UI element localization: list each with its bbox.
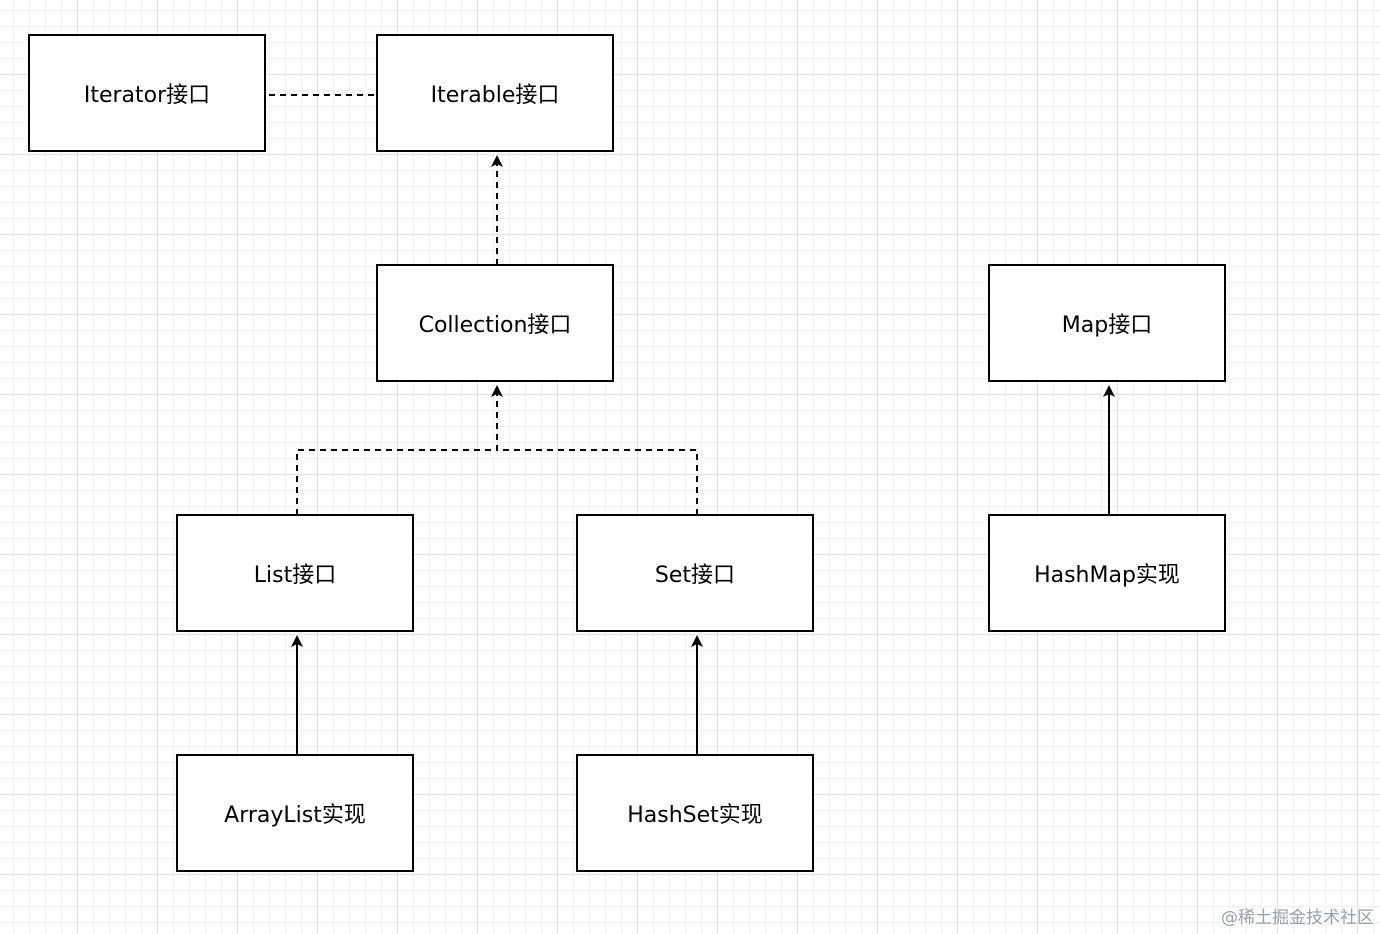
node-hashset-impl[interactable]: HashSet实现: [576, 754, 814, 872]
watermark: @稀土掘金技术社区: [1221, 908, 1374, 928]
node-map-interface[interactable]: Map接口: [988, 264, 1226, 382]
node-label: Iterable接口: [430, 83, 560, 108]
node-label: Iterator接口: [83, 83, 211, 108]
node-label: List接口: [253, 563, 337, 588]
node-hashmap-impl[interactable]: HashMap实现: [988, 514, 1226, 632]
node-list-interface[interactable]: List接口: [176, 514, 414, 632]
edge-list-collection: [296, 385, 503, 515]
node-label: HashSet实现: [627, 803, 763, 828]
node-label: HashMap实现: [1034, 563, 1180, 588]
node-iterable-interface[interactable]: Iterable接口: [376, 34, 614, 152]
node-label: Collection接口: [418, 313, 572, 338]
node-arraylist-impl[interactable]: ArrayList实现: [176, 754, 414, 872]
node-collection-interface[interactable]: Collection接口: [376, 264, 614, 382]
node-label: ArrayList实现: [224, 803, 366, 828]
node-label: Map接口: [1061, 313, 1153, 338]
node-set-interface[interactable]: Set接口: [576, 514, 814, 632]
node-iterator-interface[interactable]: Iterator接口: [28, 34, 266, 152]
edge-set-collection: [497, 449, 698, 515]
node-label: Set接口: [654, 563, 736, 588]
